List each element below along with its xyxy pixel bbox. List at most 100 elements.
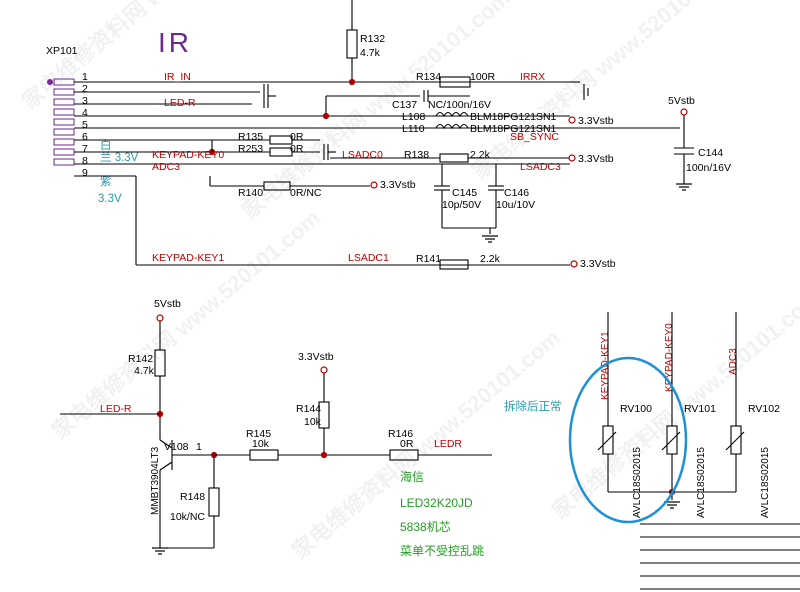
component-value: 4.7k [134, 365, 155, 377]
pin-number: 2 [82, 83, 88, 95]
component-ref: R140 [238, 187, 263, 199]
resistor-r140 [209, 176, 370, 191]
capacitor-c144 [674, 108, 694, 191]
inductor-l108 [435, 111, 469, 118]
net-label: IRRX [520, 71, 545, 83]
resistor-r148 [160, 451, 220, 549]
component-ref: L108 [402, 111, 426, 123]
component-ref: R141 [416, 253, 441, 265]
pin-note: 白 [100, 138, 112, 152]
connector-xp101 [47, 78, 75, 166]
component-ref: C137 [392, 99, 417, 111]
component-ref: C145 [452, 187, 477, 199]
watermark-text: 家电维修资料网 www.520101.com [47, 205, 325, 444]
component-value: 2.2k [470, 149, 491, 161]
component-value: NC/100n/16V [428, 99, 491, 111]
transistor-v108 [151, 439, 214, 555]
component-value: 100n/16V [686, 162, 731, 174]
component-value: 10p/50V [442, 199, 481, 211]
component-ref: R135 [238, 131, 263, 143]
component-ref: RV100 [620, 403, 652, 415]
component-value: 0R [290, 131, 304, 143]
component-ref: RV101 [684, 403, 716, 415]
component-ref: R132 [360, 33, 385, 45]
component-value: BLM18PG121SN1 [470, 111, 557, 123]
pin-number: 7 [82, 143, 88, 155]
component-value: 0R/NC [290, 187, 322, 199]
component-value: 10k/NC [170, 511, 205, 523]
resistor-r135 [269, 135, 320, 145]
note-brand: 海信 [400, 469, 424, 484]
power-label: 3.3Vstb [580, 258, 616, 270]
component-part: MMBT3904LT3 [150, 446, 161, 515]
net-label: ADC3 [728, 348, 739, 375]
resistor-r146 [389, 449, 492, 461]
pin-note: 3.3V [98, 193, 122, 205]
component-value: 10k [304, 416, 322, 428]
note-symptom: 菜单不受控乱跳 [400, 544, 484, 558]
resistor-r253 [208, 140, 336, 160]
net-label: LEDR [434, 438, 462, 450]
component-ref: L110 [402, 123, 425, 135]
component-value: 4.7k [360, 47, 381, 59]
varistor-rv100 [597, 312, 617, 492]
pin-number: 5 [82, 119, 88, 131]
resistor-r138 [330, 153, 570, 163]
power-label: 5Vstb [668, 95, 695, 107]
pin-number: 8 [82, 155, 88, 167]
component-part: AVLC18S02015 [696, 447, 707, 518]
pin-number: 6 [82, 131, 88, 143]
component-ref: R142 [128, 353, 153, 365]
resistor-r134 [439, 76, 471, 88]
net-label: LED-R [100, 403, 132, 415]
highlight-circle [568, 356, 688, 524]
power-label: 3.3Vstb [578, 115, 614, 127]
net-label: SB_SYNC [510, 131, 559, 143]
component-value: 10u/10V [496, 199, 535, 211]
varistor-rv102 [725, 312, 745, 492]
net-label: LSADC0 [342, 149, 383, 161]
component-ref: R148 [180, 491, 205, 503]
ground-symbol [570, 81, 589, 100]
component-value: 10k [252, 438, 270, 450]
component-ref: R146 [388, 428, 413, 440]
power-label: 3.3Vstb [298, 351, 334, 363]
component-value: 0R [400, 438, 414, 450]
net-label: KEYPAD-KEY1 [152, 252, 224, 264]
net-label: LSADC3 [520, 161, 561, 173]
resistor-r142 [60, 314, 166, 440]
connector-wires [74, 81, 680, 266]
component-ref: R134 [416, 71, 441, 83]
resistor-r141 [439, 259, 469, 270]
component-ref: C146 [504, 187, 529, 199]
power-label: 3.3Vstb [578, 153, 614, 165]
capacitor-c137 [322, 90, 470, 120]
inductor-l110 [435, 123, 469, 130]
component-value: BLM18PG121SN1 [470, 123, 557, 135]
pin-note: 兰 3.3V [100, 151, 139, 164]
component-ref: V108 [164, 441, 189, 453]
pin-note: 紫 [100, 175, 112, 188]
schematic-title: IR [158, 27, 192, 58]
pin-number: 3 [82, 95, 88, 107]
component-ref: RV102 [748, 403, 780, 415]
net-label: KEYPAD-KEY0 [664, 323, 675, 392]
note-chassis: 5838机芯 [400, 520, 451, 534]
component-part: AVLC18S02015 [632, 447, 643, 518]
component-ref: R138 [404, 149, 429, 161]
resistor-r132 [346, 0, 358, 86]
net-label: KEYPAD-KEY0 [152, 149, 224, 161]
net-label: LED-R [164, 97, 196, 109]
capacitor-c145-c146 [434, 164, 504, 243]
capacitor-line2 [263, 84, 276, 108]
component-ref: R253 [238, 143, 263, 155]
net-label: LSADC1 [348, 252, 389, 264]
note-removed-ok: 拆除后正常 [504, 399, 562, 413]
note-model: LED32K20JD [400, 496, 473, 510]
pin-number: 9 [82, 167, 88, 179]
component-ref: C144 [698, 147, 723, 159]
pin-number: 1 [82, 71, 88, 83]
power-label: 3.3Vstb [380, 179, 416, 191]
component-part: AVLC18S02015 [760, 447, 771, 518]
